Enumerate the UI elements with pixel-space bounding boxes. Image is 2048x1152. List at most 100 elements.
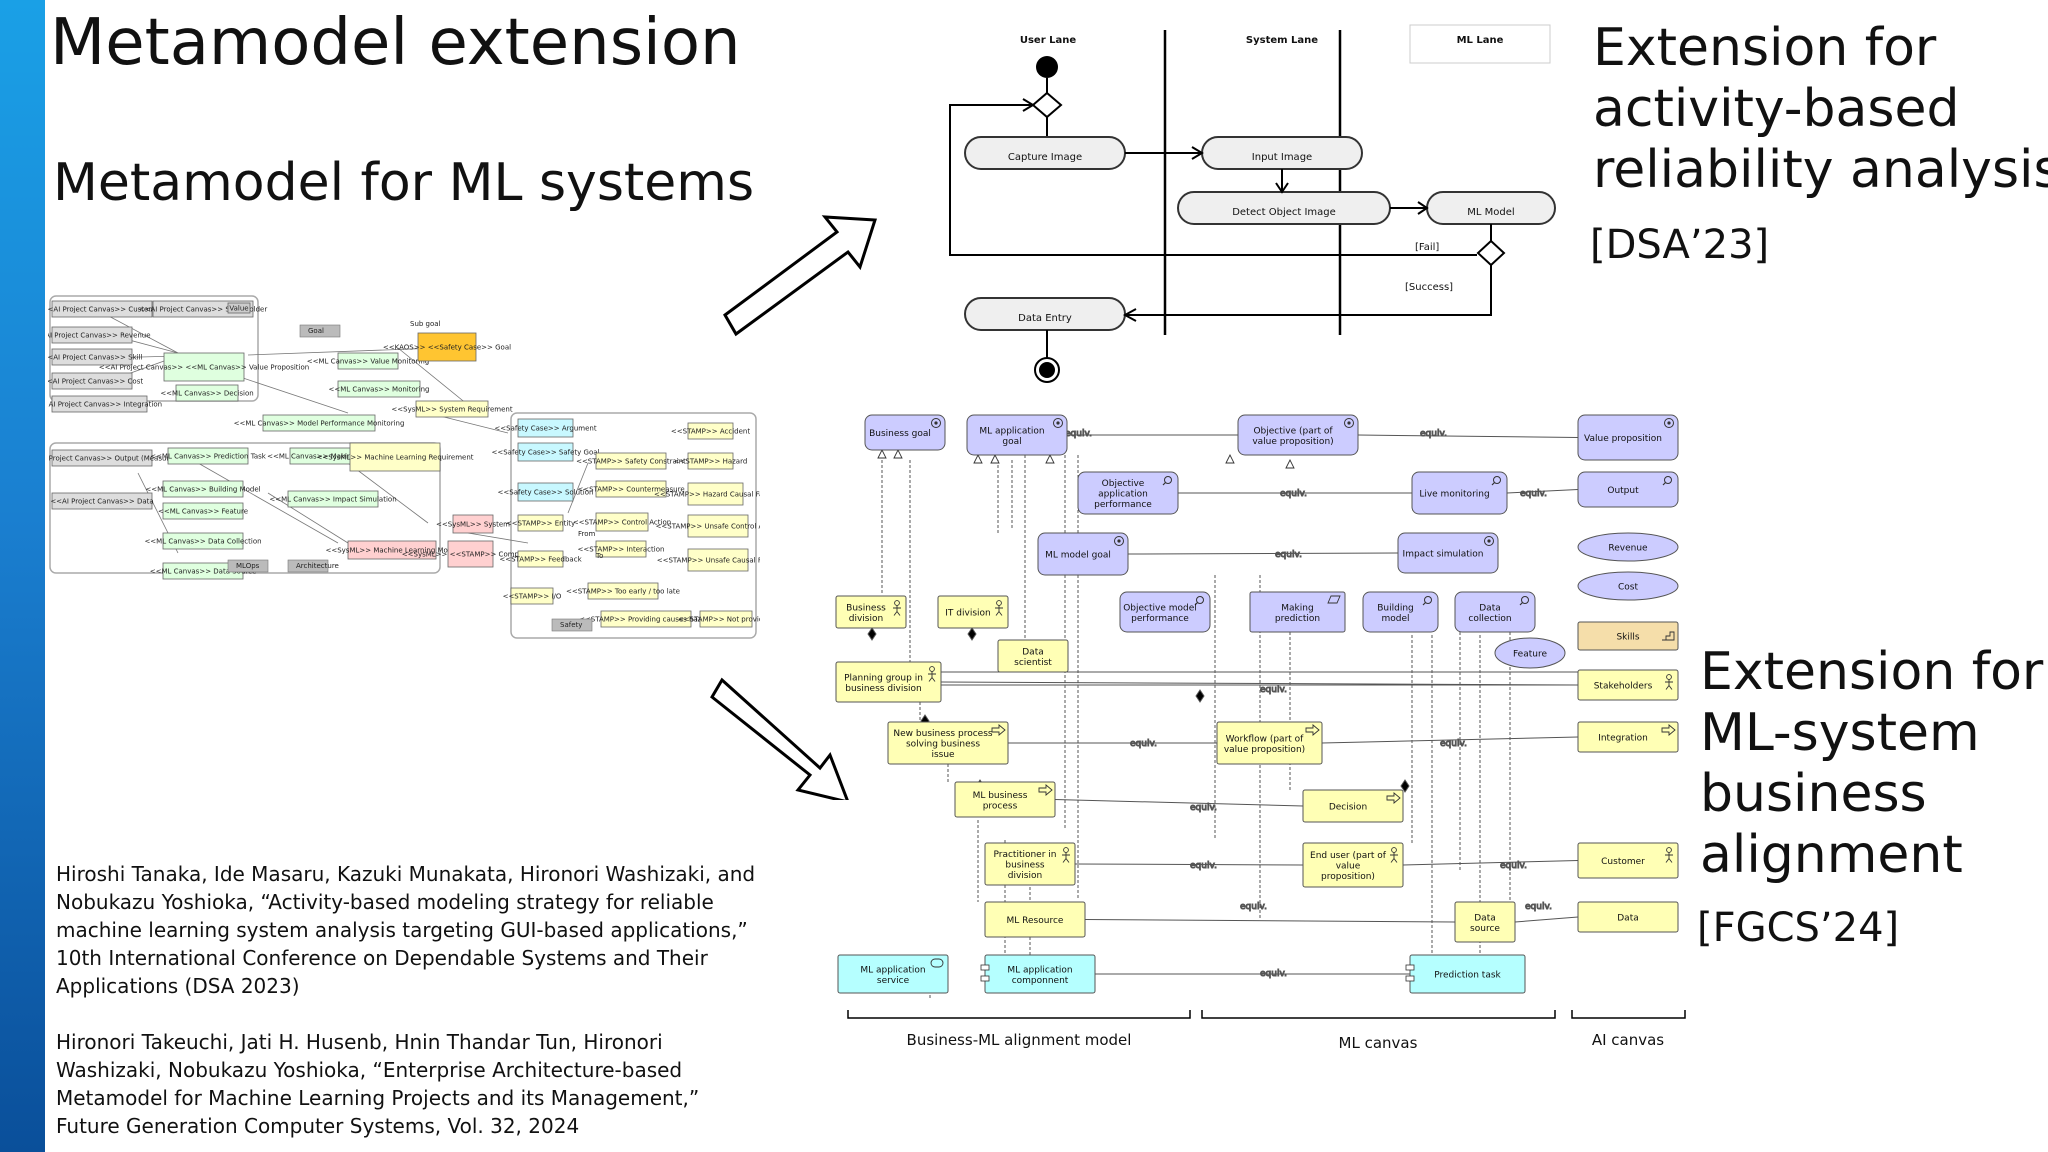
- svg-text:<<ML Canvas>> Feature: <<ML Canvas>> Feature: [158, 508, 248, 516]
- activity-diagram: User Lane System Lane ML Lane Capture Im…: [949, 24, 1556, 383]
- extension-top-label: Extension for activity-based reliability…: [1593, 18, 2048, 201]
- thumb-box-interaction: <<STAMP>> Interaction: [578, 540, 665, 558]
- actor-icon: [1063, 847, 1069, 853]
- svg-text:business division: business division: [845, 684, 922, 694]
- equiv-label: equiv.: [1240, 902, 1267, 912]
- lane-ml: ML Lane: [1457, 35, 1504, 46]
- svg-text:Integration: Integration: [1598, 734, 1648, 744]
- svg-text:Customer: Customer: [1601, 857, 1645, 867]
- thumb-box-building-model: <<ML Canvas>> Building Model: [145, 480, 261, 498]
- magnifier-icon: [1424, 596, 1432, 604]
- group-business-ml-label: Business-ML alignment model: [907, 1031, 1132, 1049]
- action-capture-image-label: Capture Image: [1008, 152, 1082, 163]
- thumb-box-accident: <<STAMP>> Accident: [671, 422, 750, 440]
- svg-text:ML model goal: ML model goal: [1045, 551, 1111, 561]
- extension-bottom-line-3: business: [1700, 764, 1927, 824]
- svg-text:Architecture: Architecture: [296, 562, 339, 570]
- ml-lane-header-box: [1409, 24, 1551, 64]
- svg-text:<<AI Project Canvas>> Customer: <<AI Project Canvas>> Customer: [48, 306, 162, 314]
- actor-icon: [1666, 847, 1672, 853]
- aggregation-diamond: [967, 627, 977, 641]
- svg-text:Building: Building: [1377, 603, 1414, 613]
- goal-icon-center: [1347, 421, 1351, 425]
- thumb-box-output-measure: <<AI Project Canvas>> Output (Measure): [48, 449, 176, 467]
- thumb-box-too-early-too-late: <<STAMP>> Too early / too late: [566, 582, 680, 600]
- lane-user: User Lane: [1020, 35, 1077, 46]
- svg-text:<<SysML>> System Requirement: <<SysML>> System Requirement: [391, 406, 512, 414]
- svg-text:process: process: [983, 801, 1018, 811]
- svg-text:<<STAMP>> Not providing: <<STAMP>> Not providing: [678, 616, 760, 624]
- svg-text:New business process: New business process: [893, 729, 992, 739]
- thumb-box-revenue: <<AI Project Canvas>> Revenue: [48, 326, 151, 344]
- equiv-label: equiv.: [1440, 739, 1467, 749]
- actor-icon: [929, 666, 935, 672]
- thumb-box-value: Value: [227, 302, 251, 314]
- process-arrow-icon: [1386, 792, 1401, 804]
- lane-separators: [1163, 30, 1342, 335]
- svg-text:proposition): proposition): [1321, 872, 1375, 882]
- goal-icon: [1664, 418, 1674, 428]
- element-value-proposition: Value proposition: [1577, 414, 1679, 461]
- svg-text:<<ML Canvas>> Data Source: <<ML Canvas>> Data Source: [150, 568, 257, 576]
- thumb-box-cost: <<AI Project Canvas>> Cost: [48, 372, 143, 390]
- thumb-box-monitoring: <<ML Canvas>> Monitoring: [329, 380, 429, 398]
- svg-text:ML application: ML application: [1007, 965, 1072, 975]
- thumb-box-i-o: <<STAMP>> I/O: [503, 587, 562, 605]
- svg-text:Safety: Safety: [560, 621, 582, 629]
- svg-text:Business goal: Business goal: [869, 429, 931, 439]
- svg-text:<<AI Project Canvas>> Revenue: <<AI Project Canvas>> Revenue: [48, 332, 151, 340]
- element-it-division: IT division: [937, 595, 1009, 629]
- element-stakeholders: Stakeholders: [1577, 669, 1679, 701]
- metamodel-thumbnail: <<AI Project Canvas>> Customer <<AI Proje…: [48, 295, 760, 639]
- action-ml-model-label: ML Model: [1467, 207, 1514, 218]
- process-arrow-icon: [1305, 724, 1320, 736]
- thumb-box-system: <<SysML>> System: [436, 514, 510, 534]
- decision-node: [1476, 239, 1506, 267]
- svg-text:scientist: scientist: [1014, 658, 1052, 668]
- svg-text:<<ML Canvas>> Data Collection: <<ML Canvas>> Data Collection: [144, 538, 261, 546]
- svg-text:<<STAMP>> Control Action: <<STAMP>> Control Action: [573, 519, 671, 527]
- thumb-box-value-monitoring: <<ML Canvas>> Value Monitoring: [307, 352, 429, 370]
- svg-text:Objective: Objective: [1102, 479, 1145, 489]
- svg-text:source: source: [1470, 924, 1500, 934]
- svg-text:<<STAMP>> Countermeasure: <<STAMP>> Countermeasure: [577, 486, 684, 494]
- component-icon: [1405, 964, 1415, 971]
- svg-text:Revenue: Revenue: [1608, 544, 1648, 554]
- bracket-ml-canvas: [1201, 1010, 1556, 1019]
- svg-text:application: application: [1098, 490, 1148, 500]
- component-icon: [980, 964, 990, 971]
- thumb-box-data: <<AI Project Canvas>> Data: [50, 492, 154, 510]
- svg-text:Skills: Skills: [1616, 633, 1639, 643]
- thumb-package-goal: Goal: [299, 324, 341, 338]
- reference-2: Hironori Takeuchi, Jati H. Husenb, Hnin …: [56, 1030, 700, 1138]
- guard-fail: [Fail]: [1415, 242, 1439, 253]
- svg-text:<<SysML>> <<STAMP>> Component: <<SysML>> <<STAMP>> Component: [402, 551, 540, 559]
- svg-text:<<STAMP>> Accident: <<STAMP>> Accident: [671, 428, 750, 436]
- svg-text:<<AI Project Canvas>> Cost: <<AI Project Canvas>> Cost: [48, 378, 143, 386]
- capability-icon: [1662, 631, 1675, 641]
- svg-text:collection: collection: [1468, 614, 1511, 624]
- thumb-package-safety: Safety: [551, 618, 593, 632]
- thumb-box-safety-constraint: <<STAMP>> Safety Constraint: [576, 452, 686, 470]
- svg-text:Data: Data: [1022, 647, 1044, 657]
- equiv-label: equiv.: [1520, 489, 1547, 499]
- svg-text:<<STAMP>> Interaction: <<STAMP>> Interaction: [578, 546, 665, 554]
- extension-bottom-line-2: ML-system: [1700, 703, 1980, 763]
- svg-text:Decision: Decision: [1329, 803, 1367, 813]
- arrow-down-right-icon: [710, 677, 849, 800]
- thumb-box-control-action: <<STAMP>> Control Action: [573, 512, 671, 532]
- element-integration: Integration: [1577, 721, 1679, 753]
- svg-text:ML application: ML application: [860, 965, 925, 975]
- svg-text:Impact simulation: Impact simulation: [1403, 550, 1484, 560]
- svg-text:Workflow (part of: Workflow (part of: [1226, 734, 1305, 744]
- lane-system: System Lane: [1246, 35, 1318, 46]
- thumb-box-value-proposition: <<AI Project Canvas>> <<ML Canvas>> Valu…: [99, 352, 309, 382]
- bracket-ai-canvas: [1571, 1010, 1686, 1019]
- group-ml-canvas-label: ML canvas: [1339, 1034, 1418, 1052]
- process-arrow-icon: [991, 724, 1006, 736]
